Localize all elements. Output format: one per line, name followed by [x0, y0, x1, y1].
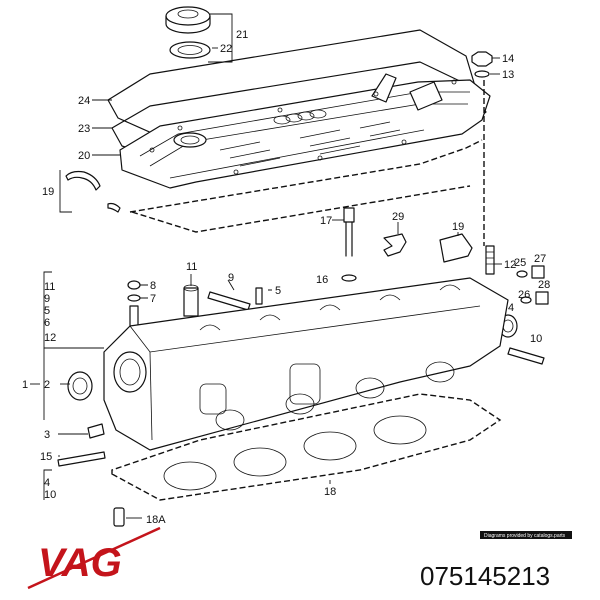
head-bolt: [343, 207, 355, 257]
callout-18: 18: [324, 486, 336, 498]
side-callout-10: 10: [44, 489, 56, 501]
bracket: [383, 233, 407, 257]
callout-22: 22: [220, 43, 232, 55]
dowel-sleeve: [113, 507, 125, 527]
callout-17: 17: [320, 215, 332, 227]
head-cover-gasket-lower: [129, 139, 483, 213]
washer-26: [520, 296, 532, 304]
side-callout-9: 9: [44, 293, 50, 305]
callout-14: 14: [502, 53, 514, 65]
callout-28: 28: [538, 279, 550, 291]
callout-24: 24: [78, 95, 90, 107]
cylinder-head-gasket: [111, 393, 502, 501]
credit-bar: [480, 531, 572, 539]
valve-cover: [119, 73, 491, 189]
callout-9-top: 9: [228, 272, 234, 284]
side-callout-4: 4: [44, 477, 50, 489]
oil-filler-cap: [165, 6, 211, 34]
callout-10-right: 10: [530, 333, 542, 345]
sealing-strip-left: [65, 170, 101, 191]
sleeve-11: [183, 287, 199, 317]
washer-16: [341, 274, 357, 282]
part-number: 075145213: [420, 561, 550, 591]
callout-18a: 18A: [146, 514, 166, 526]
callout-19-right: 19: [452, 221, 464, 233]
sealing-block-right: [439, 233, 473, 263]
callout-3: 3: [44, 429, 50, 441]
stud-right: [485, 245, 495, 275]
callout-29: 29: [392, 211, 404, 223]
callout-15: 15: [40, 451, 52, 463]
washer-25: [516, 270, 528, 278]
camshaft-seal-left: [67, 371, 93, 401]
callout-7: 7: [150, 293, 156, 305]
filler-cap-seal: [169, 41, 211, 59]
cylinder-head: [103, 277, 509, 451]
callout-4-right: 4: [508, 302, 514, 314]
plug-27: [531, 265, 545, 279]
callout-12-right: 12: [504, 259, 516, 271]
callout-23: 23: [78, 123, 90, 135]
callout-26: 26: [518, 289, 530, 301]
bolt-5: [255, 287, 263, 305]
callout-5-top: 5: [275, 285, 281, 297]
washer-7: [127, 294, 141, 302]
callout-21: 21: [236, 29, 248, 41]
callout-16: 16: [316, 274, 328, 286]
callout-25: 25: [514, 257, 526, 269]
callout-19-left: 19: [42, 186, 54, 198]
stud-10-right: [507, 347, 545, 365]
side-callout-12: 12: [44, 332, 56, 344]
side-callout-6: 6: [44, 317, 50, 329]
stud-15: [57, 451, 106, 467]
cover-washer: [474, 70, 490, 78]
callout-1: 1: [22, 379, 28, 391]
callout-20: 20: [78, 150, 90, 162]
vag-logo: VAG: [27, 526, 161, 590]
callout-8: 8: [150, 280, 156, 292]
callout-11-top: 11: [186, 261, 197, 273]
side-callout-11: 11: [44, 281, 55, 293]
cover-nut: [471, 51, 493, 67]
nut-8: [127, 280, 141, 290]
callout-27: 27: [534, 253, 546, 265]
plug-3: [87, 423, 105, 439]
callout-2: 2: [44, 379, 50, 391]
side-callout-5: 5: [44, 305, 50, 317]
callout-13: 13: [502, 69, 514, 81]
credit-text: Diagrams provided by catalogs.parts: [484, 533, 566, 539]
plug-28: [535, 291, 549, 305]
stud-9: [207, 291, 251, 311]
